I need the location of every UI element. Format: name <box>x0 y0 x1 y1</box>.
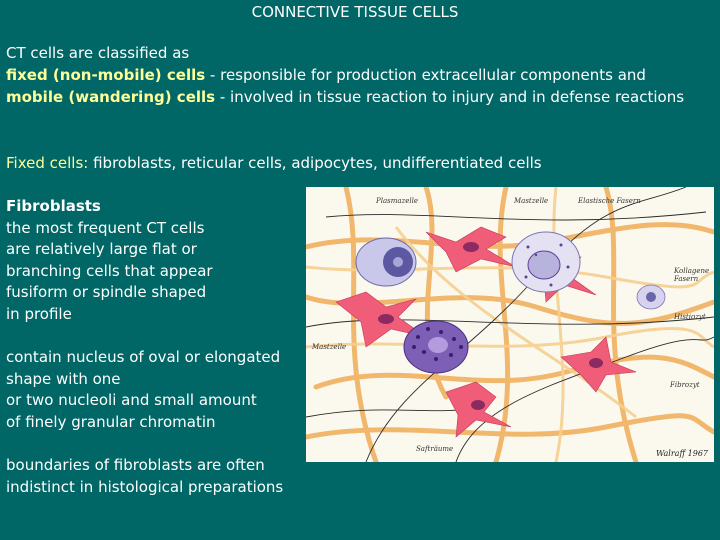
artist-signature: Walraff 1967 <box>656 449 709 458</box>
slide-title: CONNECTIVE TISSUE CELLS <box>251 3 459 21</box>
boundaries-line: boundaries of fibroblasts are often <box>6 456 265 474</box>
boundaries-section: boundaries of fibroblasts are often indi… <box>6 455 306 498</box>
label-fibrozyt: Fibrozyt <box>670 381 700 389</box>
intro-paragraph: CT cells are classified as fixed (non-mo… <box>6 42 711 108</box>
label-fasern: Fasern <box>674 275 699 283</box>
mast-cell-top <box>511 231 581 293</box>
intro-line: CT cells are classified as <box>6 44 190 62</box>
nucleus-line: shape with one <box>6 369 121 388</box>
label-elastische-fasern: Elastische Fasern <box>578 197 641 205</box>
connective-tissue-illustration: Plasmazelle Mastzelle Elastische Fasern … <box>306 187 714 462</box>
mobile-term: mobile (wandering) cells <box>6 88 216 106</box>
fixed-cells-label: Fixed cells: <box>6 154 89 172</box>
plasma-cell <box>355 237 417 287</box>
mast-cell-left <box>403 320 469 374</box>
nucleus-line: contain nucleus of oval or elongated <box>6 348 281 366</box>
fibroblasts-line: are relatively large flat or <box>6 240 197 258</box>
collagen-fibers-light <box>306 187 714 462</box>
fibroblasts-line: in profile <box>6 304 72 323</box>
mast-cell-small <box>636 284 666 310</box>
illustration-drawing <box>306 187 714 462</box>
label-histiozyt: Histiozyt <box>674 313 706 321</box>
fixed-description: - responsible for production extracellul… <box>205 66 646 84</box>
fibroblasts-heading: Fibroblasts <box>6 197 101 215</box>
label-kollagene: Kollagene <box>674 267 710 275</box>
nucleus-section: contain nucleus of oval or elongated sha… <box>6 347 301 433</box>
fixed-cells-list: fibroblasts, reticular cells, adipocytes… <box>88 154 542 172</box>
label-mastzelle-top: Mastzelle <box>514 197 549 205</box>
fixed-term: fixed (non-mobile) cells <box>6 66 206 84</box>
fibroblasts-line: fusiform or spindle shaped <box>6 283 207 301</box>
label-plasmazelle: Plasmazelle <box>376 197 418 205</box>
nucleus-line: or two nucleoli and small amount <box>6 391 257 409</box>
fibroblasts-line: the most frequent CT cells <box>6 218 205 237</box>
label-saftraume: Safträume <box>416 445 454 453</box>
label-mastzelle-left: Mastzelle <box>312 343 347 351</box>
fibroblasts-section: Fibroblasts the most frequent CT cells a… <box>6 196 301 325</box>
boundaries-line: indistinct in histological preparations <box>6 477 284 496</box>
mobile-description: - involved in tissue reaction to injury … <box>215 88 685 106</box>
fibroblasts-line: branching cells that appear <box>6 261 213 280</box>
fixed-cells-line: Fixed cells: fibroblasts, reticular cell… <box>6 152 711 174</box>
nucleus-line: of finely granular chromatin <box>6 412 216 431</box>
